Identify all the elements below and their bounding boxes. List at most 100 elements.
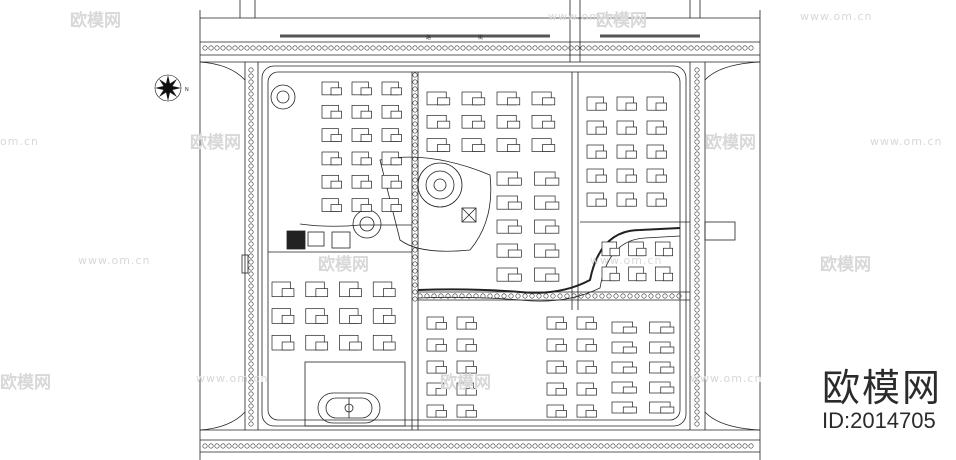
tree-mark [424, 293, 430, 299]
building-block [595, 198, 607, 207]
tree-mark [669, 293, 675, 299]
tree-mark [248, 163, 254, 169]
tree-mark [694, 337, 700, 343]
tree-mark [334, 443, 340, 449]
tree-mark [694, 199, 700, 205]
tree-mark [248, 277, 254, 283]
tree-mark [248, 253, 254, 259]
tree-mark [412, 100, 418, 106]
tree-mark [248, 187, 254, 193]
tree-mark [694, 397, 700, 403]
tree-mark [250, 45, 256, 51]
building-block [315, 314, 329, 324]
tree-mark [694, 235, 700, 241]
building-block [360, 180, 372, 189]
tree-mark [248, 331, 254, 337]
tree-mark [248, 415, 254, 421]
tree-mark [610, 443, 616, 449]
building-block [437, 97, 451, 106]
building-block [545, 177, 560, 186]
tree-mark [412, 184, 418, 190]
tree-mark [248, 247, 254, 253]
tree-mark [250, 443, 256, 449]
building-block [622, 406, 637, 414]
tree-mark [248, 397, 254, 403]
building-block [330, 180, 342, 189]
building-block [636, 272, 647, 282]
building-block [465, 366, 477, 374]
road-label-2: 街 [478, 34, 483, 41]
tree-mark [256, 45, 262, 51]
tree-mark [388, 443, 394, 449]
tree-mark [292, 45, 298, 51]
tree-mark [220, 443, 226, 449]
tree-mark [400, 443, 406, 449]
tree-mark [412, 254, 418, 260]
tree-mark [694, 127, 700, 133]
tree-mark [248, 109, 254, 115]
tree-mark [634, 443, 640, 449]
tree-mark [620, 293, 626, 299]
tree-mark [694, 295, 700, 301]
tree-mark [694, 181, 700, 187]
building-block [542, 144, 556, 152]
tree-mark [694, 85, 700, 91]
building-block [542, 120, 556, 129]
tree-mark [718, 443, 724, 449]
building-block [390, 180, 402, 189]
tree-mark [514, 443, 520, 449]
tree-mark [364, 443, 370, 449]
tree-mark [748, 443, 754, 449]
building-block [660, 346, 675, 354]
tree-mark [310, 443, 316, 449]
tree-mark [550, 443, 556, 449]
tree-mark [430, 45, 436, 51]
building-block [662, 247, 674, 257]
tree-mark [382, 45, 388, 51]
tree-mark [694, 157, 700, 163]
tree-mark [376, 443, 382, 449]
tree-mark [564, 293, 570, 299]
tree-mark [418, 443, 424, 449]
tree-mark [634, 293, 640, 299]
building-block [585, 344, 597, 352]
tree-mark [248, 379, 254, 385]
building-block [555, 388, 567, 396]
tree-mark [592, 443, 598, 449]
tree-mark [586, 45, 592, 51]
tree-mark [574, 443, 580, 449]
tree-mark [248, 229, 254, 235]
tree-mark [412, 86, 418, 92]
tree-mark [438, 293, 444, 299]
tree-mark [694, 355, 700, 361]
tree-mark [248, 97, 254, 103]
tree-mark [448, 45, 454, 51]
tree-mark [248, 325, 254, 331]
tree-mark [370, 443, 376, 449]
building-block [609, 272, 620, 282]
tree-mark [394, 45, 400, 51]
tree-mark [412, 45, 418, 51]
tree-mark [694, 409, 700, 415]
tree-mark [412, 142, 418, 148]
tree-mark [694, 313, 700, 319]
tree-mark [532, 443, 538, 449]
tree-mark [694, 109, 700, 115]
tree-mark [412, 177, 418, 183]
tree-mark [248, 79, 254, 85]
tree-mark [248, 139, 254, 145]
building-block [383, 288, 396, 298]
tree-mark [604, 443, 610, 449]
building-block [622, 326, 637, 334]
tree-mark [634, 45, 640, 51]
tree-mark [352, 443, 358, 449]
building-block [595, 150, 607, 159]
tree-mark [412, 107, 418, 113]
tree-mark [248, 133, 254, 139]
tree-mark [412, 72, 418, 78]
tree-mark [328, 443, 334, 449]
building-block [472, 144, 486, 152]
tree-mark [613, 293, 619, 299]
tree-mark [466, 443, 472, 449]
tree-mark [358, 45, 364, 51]
